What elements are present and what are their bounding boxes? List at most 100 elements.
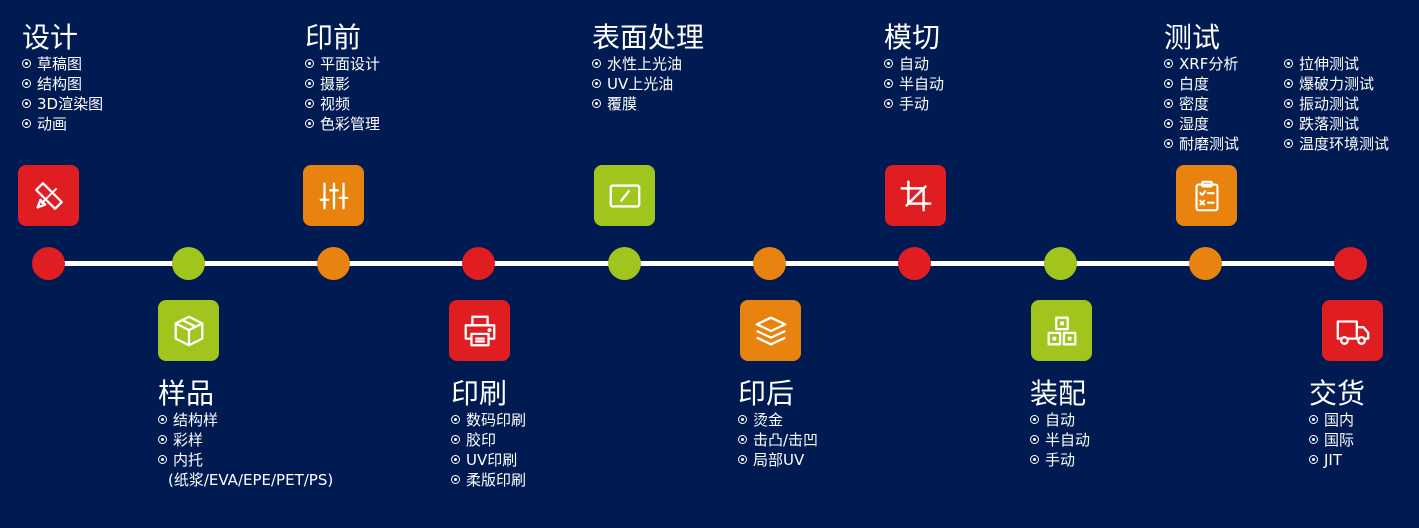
layers-icon bbox=[740, 300, 801, 361]
gloss-panel-icon bbox=[594, 165, 655, 226]
stage-prepress: 印前 平面设计 摄影 视频 色彩管理 bbox=[305, 22, 380, 134]
stage-title: 印后 bbox=[738, 377, 795, 410]
list-item: 手动 bbox=[884, 94, 944, 114]
list-item: 草稿图 bbox=[22, 54, 103, 74]
list-item: 色彩管理 bbox=[305, 114, 380, 134]
list-item: 柔版印刷 bbox=[451, 470, 526, 490]
bullet-icon bbox=[22, 79, 31, 88]
bullet-icon bbox=[884, 79, 893, 88]
list-item: 视频 bbox=[305, 94, 380, 114]
bullet-icon bbox=[1030, 435, 1039, 444]
bullet-icon bbox=[738, 455, 747, 464]
bullet-icon bbox=[305, 99, 314, 108]
timeline-dot-2 bbox=[172, 247, 205, 280]
list-item: 跌落测试 bbox=[1284, 114, 1389, 134]
printer-icon bbox=[449, 300, 510, 361]
stage-items: 结构样 彩样 内托 (纸浆/EVA/EPE/PET/PS) bbox=[158, 410, 333, 490]
timeline-dot-6 bbox=[753, 247, 786, 280]
list-item: 覆膜 bbox=[592, 94, 704, 114]
bullet-icon bbox=[1284, 59, 1293, 68]
list-item: UV印刷 bbox=[451, 450, 526, 470]
list-item: 击凸/击凹 bbox=[738, 430, 818, 450]
bullet-icon bbox=[22, 119, 31, 128]
stage-title: 样品 bbox=[158, 377, 215, 410]
stage-title: 测试 bbox=[1164, 21, 1221, 54]
list-item: 半自动 bbox=[884, 74, 944, 94]
crop-icon bbox=[885, 165, 946, 226]
list-item-note: (纸浆/EVA/EPE/PET/PS) bbox=[168, 471, 334, 489]
bullet-icon bbox=[451, 415, 460, 424]
bullet-icon bbox=[1309, 455, 1318, 464]
list-item: 湿度 bbox=[1164, 114, 1239, 134]
list-item: 动画 bbox=[22, 114, 103, 134]
stage-items: 自动 半自动 手动 bbox=[1030, 410, 1090, 470]
bullet-icon bbox=[1284, 119, 1293, 128]
list-item: 半自动 bbox=[1030, 430, 1090, 450]
stage-title: 模切 bbox=[884, 21, 941, 54]
stage-title: 装配 bbox=[1030, 377, 1087, 410]
checklist-icon bbox=[1176, 165, 1237, 226]
bullet-icon bbox=[158, 435, 167, 444]
list-item: 振动测试 bbox=[1284, 94, 1389, 114]
list-item: 3D渲染图 bbox=[22, 94, 103, 114]
stage-items: XRF分析 白度 密度 湿度 耐磨测试 bbox=[1164, 54, 1239, 154]
list-item: 密度 bbox=[1164, 94, 1239, 114]
list-item: 白度 bbox=[1164, 74, 1239, 94]
stage-design: 设计 草稿图 结构图 3D渲染图 动画 bbox=[22, 22, 103, 134]
timeline-dot-4 bbox=[462, 247, 495, 280]
stage-title: 表面处理 bbox=[592, 21, 705, 54]
stage-items: 平面设计 摄影 视频 色彩管理 bbox=[305, 54, 380, 134]
bullet-icon bbox=[1284, 79, 1293, 88]
stage-post-press: 印后 烫金 击凸/击凹 局部UV bbox=[738, 378, 818, 470]
bullet-icon bbox=[158, 455, 167, 464]
bullet-icon bbox=[1164, 59, 1173, 68]
list-item: 摄影 bbox=[305, 74, 380, 94]
list-item: 国内 bbox=[1309, 410, 1365, 430]
stage-title: 印刷 bbox=[451, 377, 508, 410]
bullet-icon bbox=[451, 455, 460, 464]
stage-items: 自动 半自动 手动 bbox=[884, 54, 944, 114]
stage-items: 拉伸测试 爆破力测试 振动测试 跌落测试 温度环境测试 bbox=[1284, 54, 1389, 154]
stage-title: 印前 bbox=[305, 21, 362, 54]
bullet-icon bbox=[1030, 415, 1039, 424]
timeline-dot-3 bbox=[317, 247, 350, 280]
bullet-icon bbox=[1164, 99, 1173, 108]
stage-items: 烫金 击凸/击凹 局部UV bbox=[738, 410, 818, 470]
bullet-icon bbox=[1284, 99, 1293, 108]
bullet-icon bbox=[305, 119, 314, 128]
bullet-icon bbox=[305, 79, 314, 88]
bullet-icon bbox=[592, 59, 601, 68]
stage-die-cutting: 模切 自动 半自动 手动 bbox=[884, 22, 944, 114]
list-item: 局部UV bbox=[738, 450, 818, 470]
bullet-icon bbox=[1164, 119, 1173, 128]
bullet-icon bbox=[1164, 79, 1173, 88]
timeline-dot-1 bbox=[32, 247, 65, 280]
stage-testing: 测试 XRF分析 白度 密度 湿度 耐磨测试 bbox=[1164, 22, 1239, 154]
stage-title: 交货 bbox=[1309, 377, 1366, 410]
list-item: 平面设计 bbox=[305, 54, 380, 74]
bullet-icon bbox=[1309, 435, 1318, 444]
stage-surface-treatment: 表面处理 水性上光油 UV上光油 覆膜 bbox=[592, 22, 704, 114]
stage-samples: 样品 结构样 彩样 内托 (纸浆/EVA/EPE/PET/PS) bbox=[158, 378, 333, 490]
timeline-dot-5 bbox=[608, 247, 641, 280]
bullet-icon bbox=[1309, 415, 1318, 424]
list-item: 耐磨测试 bbox=[1164, 134, 1239, 154]
sliders-icon bbox=[303, 165, 364, 226]
list-item: UV上光油 bbox=[592, 74, 704, 94]
timeline-dot-10 bbox=[1334, 247, 1367, 280]
bullet-icon bbox=[738, 435, 747, 444]
stage-items: 草稿图 结构图 3D渲染图 动画 bbox=[22, 54, 103, 134]
timeline-dot-7 bbox=[898, 247, 931, 280]
stage-printing: 印刷 数码印刷 胶印 UV印刷 柔版印刷 bbox=[451, 378, 526, 490]
bullet-icon bbox=[884, 59, 893, 68]
list-item: 爆破力测试 bbox=[1284, 74, 1389, 94]
list-item: 自动 bbox=[1030, 410, 1090, 430]
list-item: 结构图 bbox=[22, 74, 103, 94]
list-item: 自动 bbox=[884, 54, 944, 74]
stage-delivery: 交货 国内 国际 JIT bbox=[1309, 378, 1365, 470]
bullet-icon bbox=[884, 99, 893, 108]
bullet-icon bbox=[451, 435, 460, 444]
list-item: 胶印 bbox=[451, 430, 526, 450]
list-item: XRF分析 bbox=[1164, 54, 1239, 74]
bullet-icon bbox=[738, 415, 747, 424]
